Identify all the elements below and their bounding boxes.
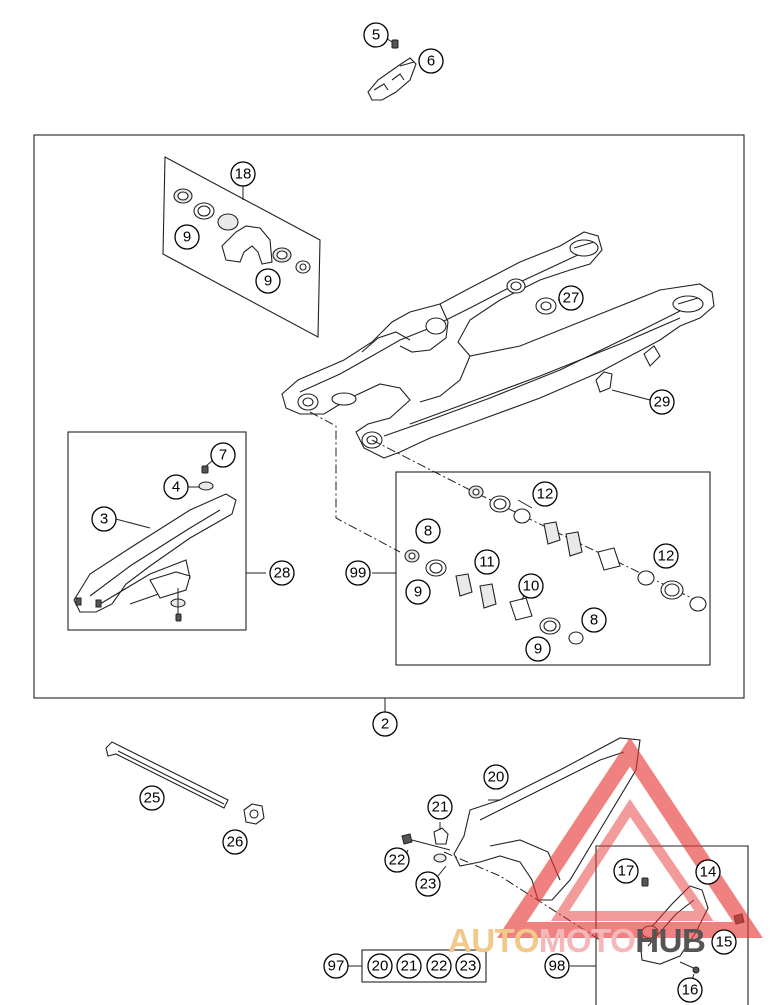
- svg-text:20: 20: [488, 769, 505, 786]
- swingarm-pivot-axle: [105, 741, 265, 825]
- swingarm-assembly-frame: [33, 134, 745, 699]
- svg-text:21: 21: [432, 799, 449, 816]
- bearing-kit-18-box: [162, 156, 321, 338]
- callout-6: 6: [418, 48, 444, 74]
- svg-text:21: 21: [401, 958, 418, 975]
- kit-item-23: 23: [455, 953, 481, 979]
- watermark-auto: AUTO: [448, 922, 539, 959]
- callout-7: 7: [210, 442, 236, 468]
- svg-text:9: 9: [264, 273, 272, 290]
- callout-20: 20: [483, 764, 509, 790]
- svg-text:9: 9: [534, 641, 542, 658]
- svg-text:98: 98: [549, 958, 566, 975]
- svg-text:5: 5: [372, 27, 380, 44]
- callout-22: 22: [384, 847, 410, 873]
- callout-21: 21: [427, 794, 453, 820]
- svg-text:10: 10: [523, 578, 540, 595]
- callout-12: 12: [653, 543, 679, 569]
- svg-text:15: 15: [716, 934, 733, 951]
- svg-text:8: 8: [424, 523, 432, 540]
- svg-text:28: 28: [274, 565, 291, 582]
- callout-4: 4: [163, 474, 189, 500]
- svg-text:22: 22: [389, 852, 406, 869]
- callout-11: 11: [474, 549, 500, 575]
- watermark-text: AUTOMOTOHUB: [448, 922, 706, 960]
- svg-text:99: 99: [350, 565, 367, 582]
- callout-29: 29: [649, 389, 675, 415]
- svg-text:29: 29: [654, 394, 671, 411]
- callout-23: 23: [415, 871, 441, 897]
- callout-9: 9: [405, 579, 431, 605]
- svg-text:7: 7: [219, 447, 227, 464]
- swingarm: [281, 231, 715, 459]
- kit-97-group: [348, 949, 487, 983]
- callout-8: 8: [581, 607, 607, 633]
- callout-3: 3: [91, 506, 117, 532]
- svg-text:11: 11: [479, 554, 495, 571]
- svg-text:97: 97: [328, 958, 345, 975]
- callout-10: 10: [518, 573, 544, 599]
- watermark-moto: MOTO: [538, 922, 636, 959]
- svg-text:12: 12: [537, 486, 554, 503]
- callout-17: 17: [613, 858, 639, 884]
- svg-text:8: 8: [590, 612, 598, 629]
- svg-text:6: 6: [427, 53, 435, 70]
- callout-5: 5: [363, 22, 389, 48]
- callout-28: 28: [269, 560, 295, 586]
- watermark-hub: HUB: [635, 922, 706, 959]
- callout-26: 26: [222, 829, 248, 855]
- svg-text:18: 18: [235, 166, 252, 183]
- kit-item-21: 21: [396, 953, 422, 979]
- callout-15: 15: [711, 929, 737, 955]
- callout-18: 18: [230, 161, 256, 187]
- svg-text:26: 26: [227, 834, 244, 851]
- svg-text:3: 3: [100, 511, 108, 528]
- svg-text:9: 9: [414, 584, 422, 601]
- watermark-logo: [497, 737, 763, 938]
- svg-text:4: 4: [172, 479, 180, 496]
- callout-9: 9: [174, 224, 200, 250]
- svg-text:14: 14: [700, 864, 717, 881]
- svg-text:23: 23: [460, 958, 477, 975]
- chain-slider-box-28: [67, 431, 266, 631]
- svg-text:17: 17: [618, 863, 635, 880]
- callout-2: 2: [372, 711, 398, 737]
- callout-12: 12: [532, 481, 558, 507]
- callout-97: 97: [323, 953, 349, 979]
- callout-9: 9: [525, 636, 551, 662]
- svg-text:20: 20: [372, 958, 389, 975]
- callout-14: 14: [695, 859, 721, 885]
- svg-text:22: 22: [431, 958, 448, 975]
- chain-guide-top: [367, 37, 417, 101]
- callout-9: 9: [255, 268, 281, 294]
- svg-text:27: 27: [563, 290, 580, 307]
- callout-16: 16: [677, 977, 703, 1003]
- svg-text:2: 2: [381, 716, 389, 733]
- svg-text:9: 9: [183, 229, 191, 246]
- kit-item-20: 20: [367, 953, 393, 979]
- kit-item-22: 22: [426, 953, 452, 979]
- callout-98: 98: [544, 953, 570, 979]
- callout-99: 99: [345, 560, 371, 586]
- callout-25: 25: [139, 785, 165, 811]
- callout-27: 27: [558, 285, 584, 311]
- svg-text:25: 25: [144, 790, 161, 807]
- callout-8: 8: [415, 518, 441, 544]
- svg-text:23: 23: [420, 876, 437, 893]
- svg-text:16: 16: [682, 982, 699, 999]
- svg-text:12: 12: [658, 548, 675, 565]
